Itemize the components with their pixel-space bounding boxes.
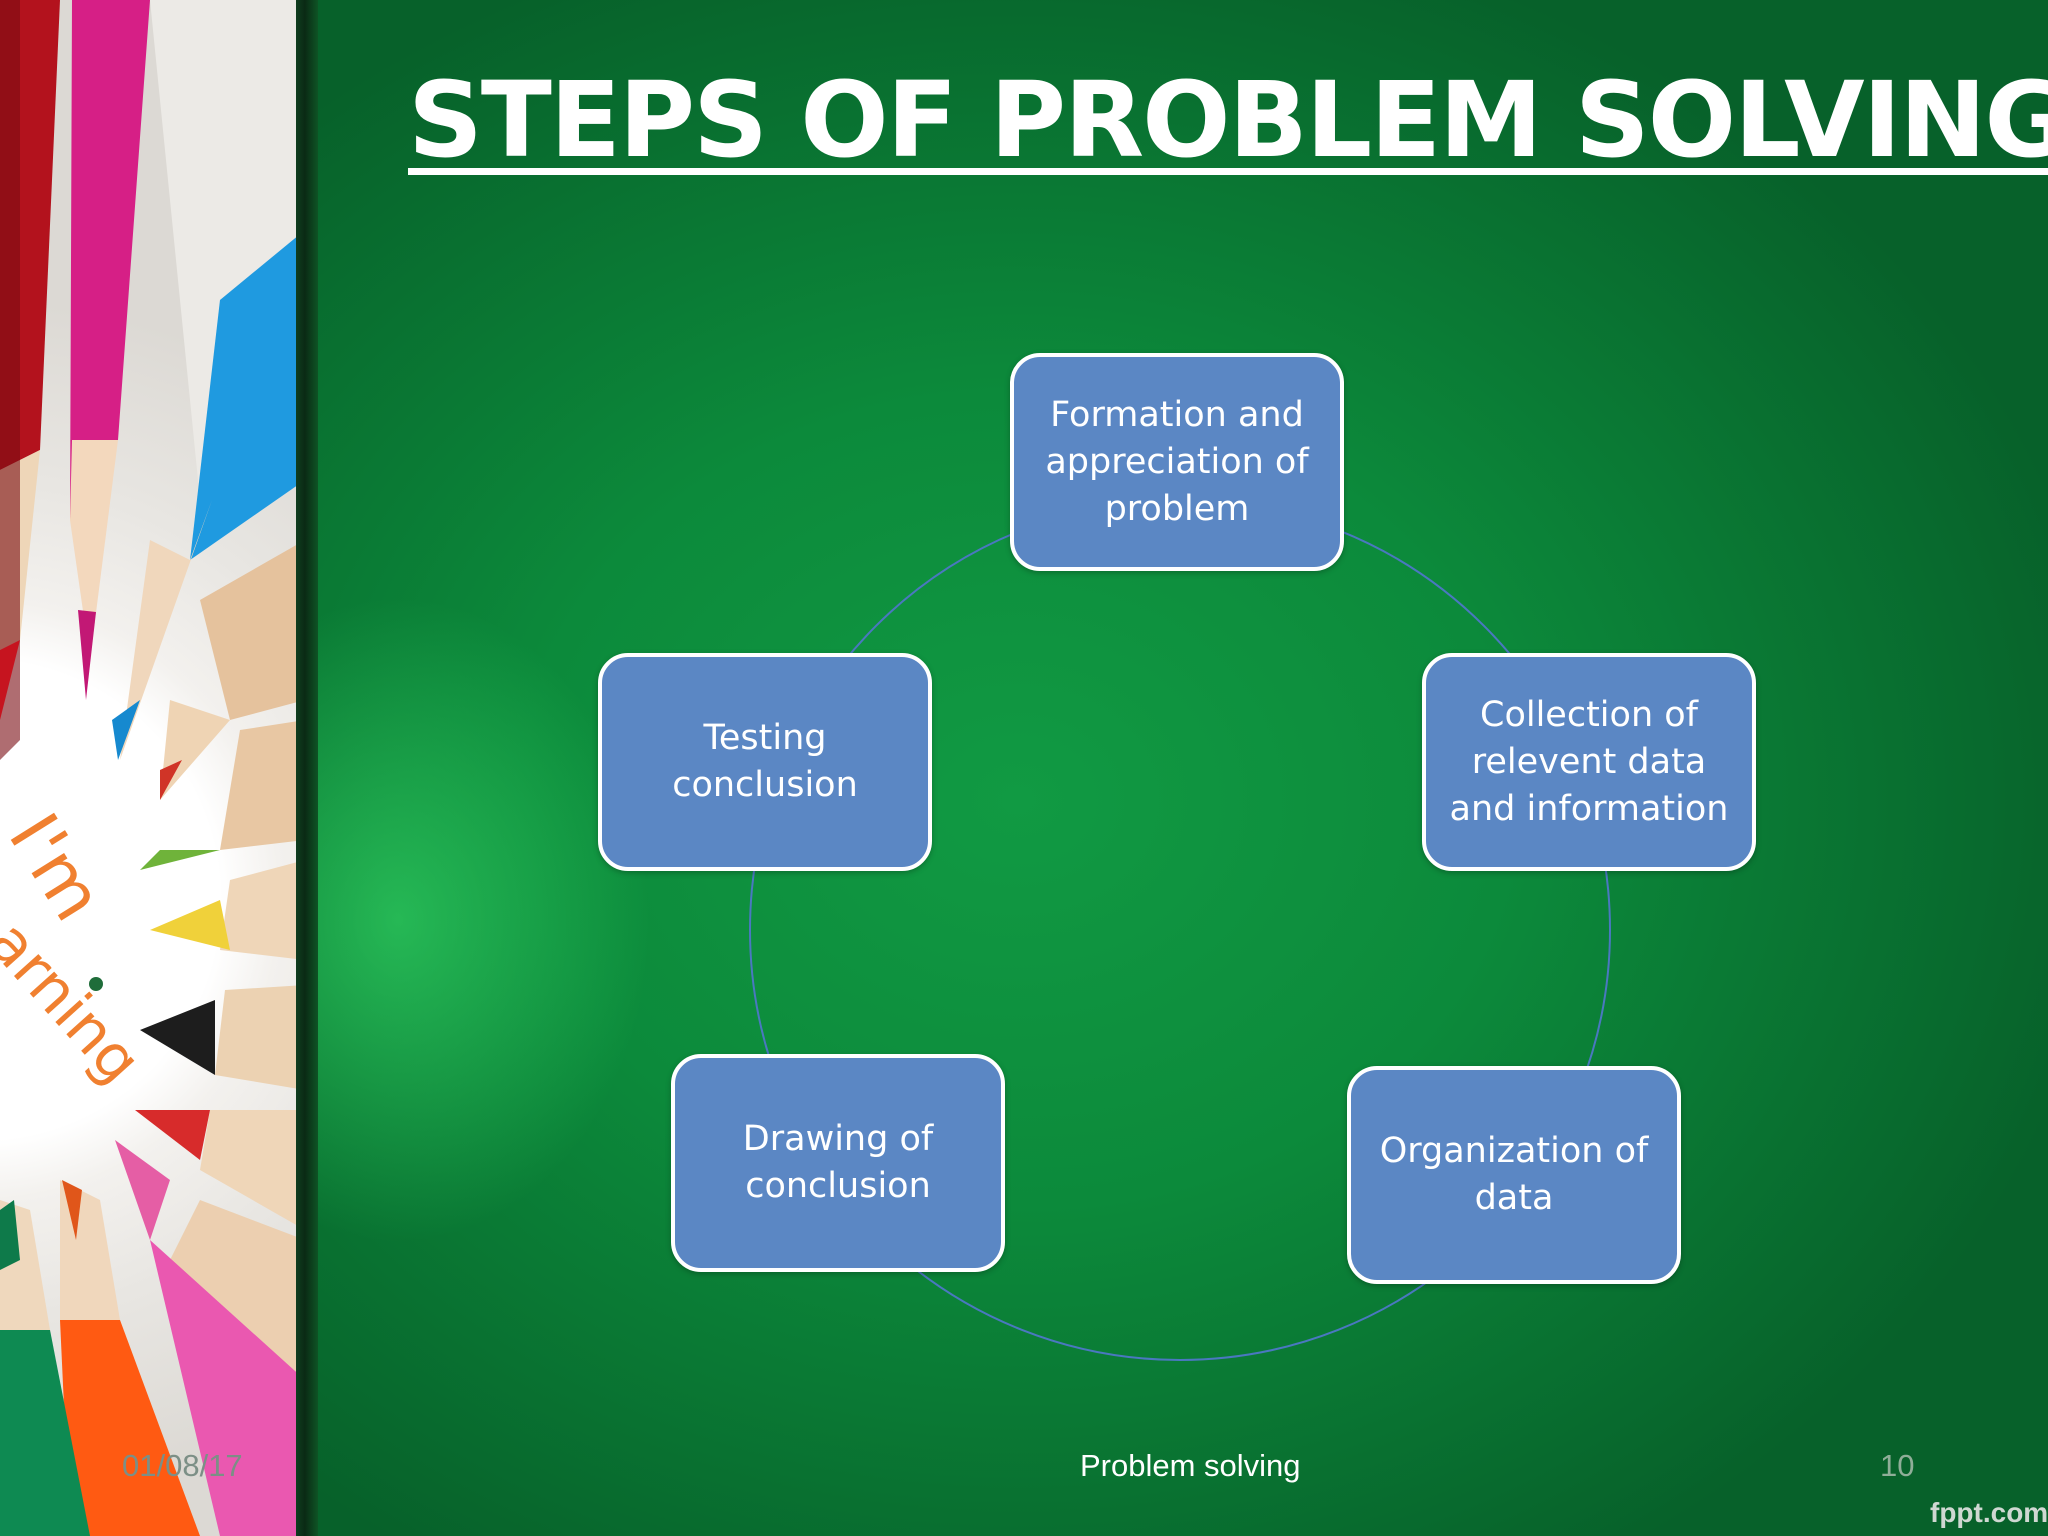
pencil-decoration-panel: I'm arning [0,0,305,1536]
footer-date: 01/08/17 [122,1448,243,1483]
node-label: Collection of relevent data and informat… [1449,694,1729,829]
pencils-image: I'm arning [0,0,305,1536]
panel-divider [296,0,318,1536]
step-drawing-of-conclusion: Drawing of conclusion [671,1054,1005,1272]
node-label: Organization of data [1379,1131,1649,1218]
brand-watermark: fppt.com [1930,1497,2048,1528]
step-testing-conclusion: Testing conclusion [598,653,932,871]
green-board-background [318,0,2048,1536]
node-label: Drawing of conclusion [742,1119,934,1206]
step-formation-and-appreciation: Formation and appreciation of problem [1010,353,1344,571]
node-label: Formation and appreciation of problem [1045,394,1309,529]
step-organization-of-data: Organization of data [1347,1066,1681,1284]
node-label: Testing conclusion [672,718,858,805]
footer-title: Problem solving [1080,1448,1301,1483]
step-collection-of-data: Collection of relevent data and informat… [1422,653,1756,871]
page-number: 10 [1880,1448,1915,1483]
slide-title: STEPS OF PROBLEM SOLVING [408,59,2048,181]
